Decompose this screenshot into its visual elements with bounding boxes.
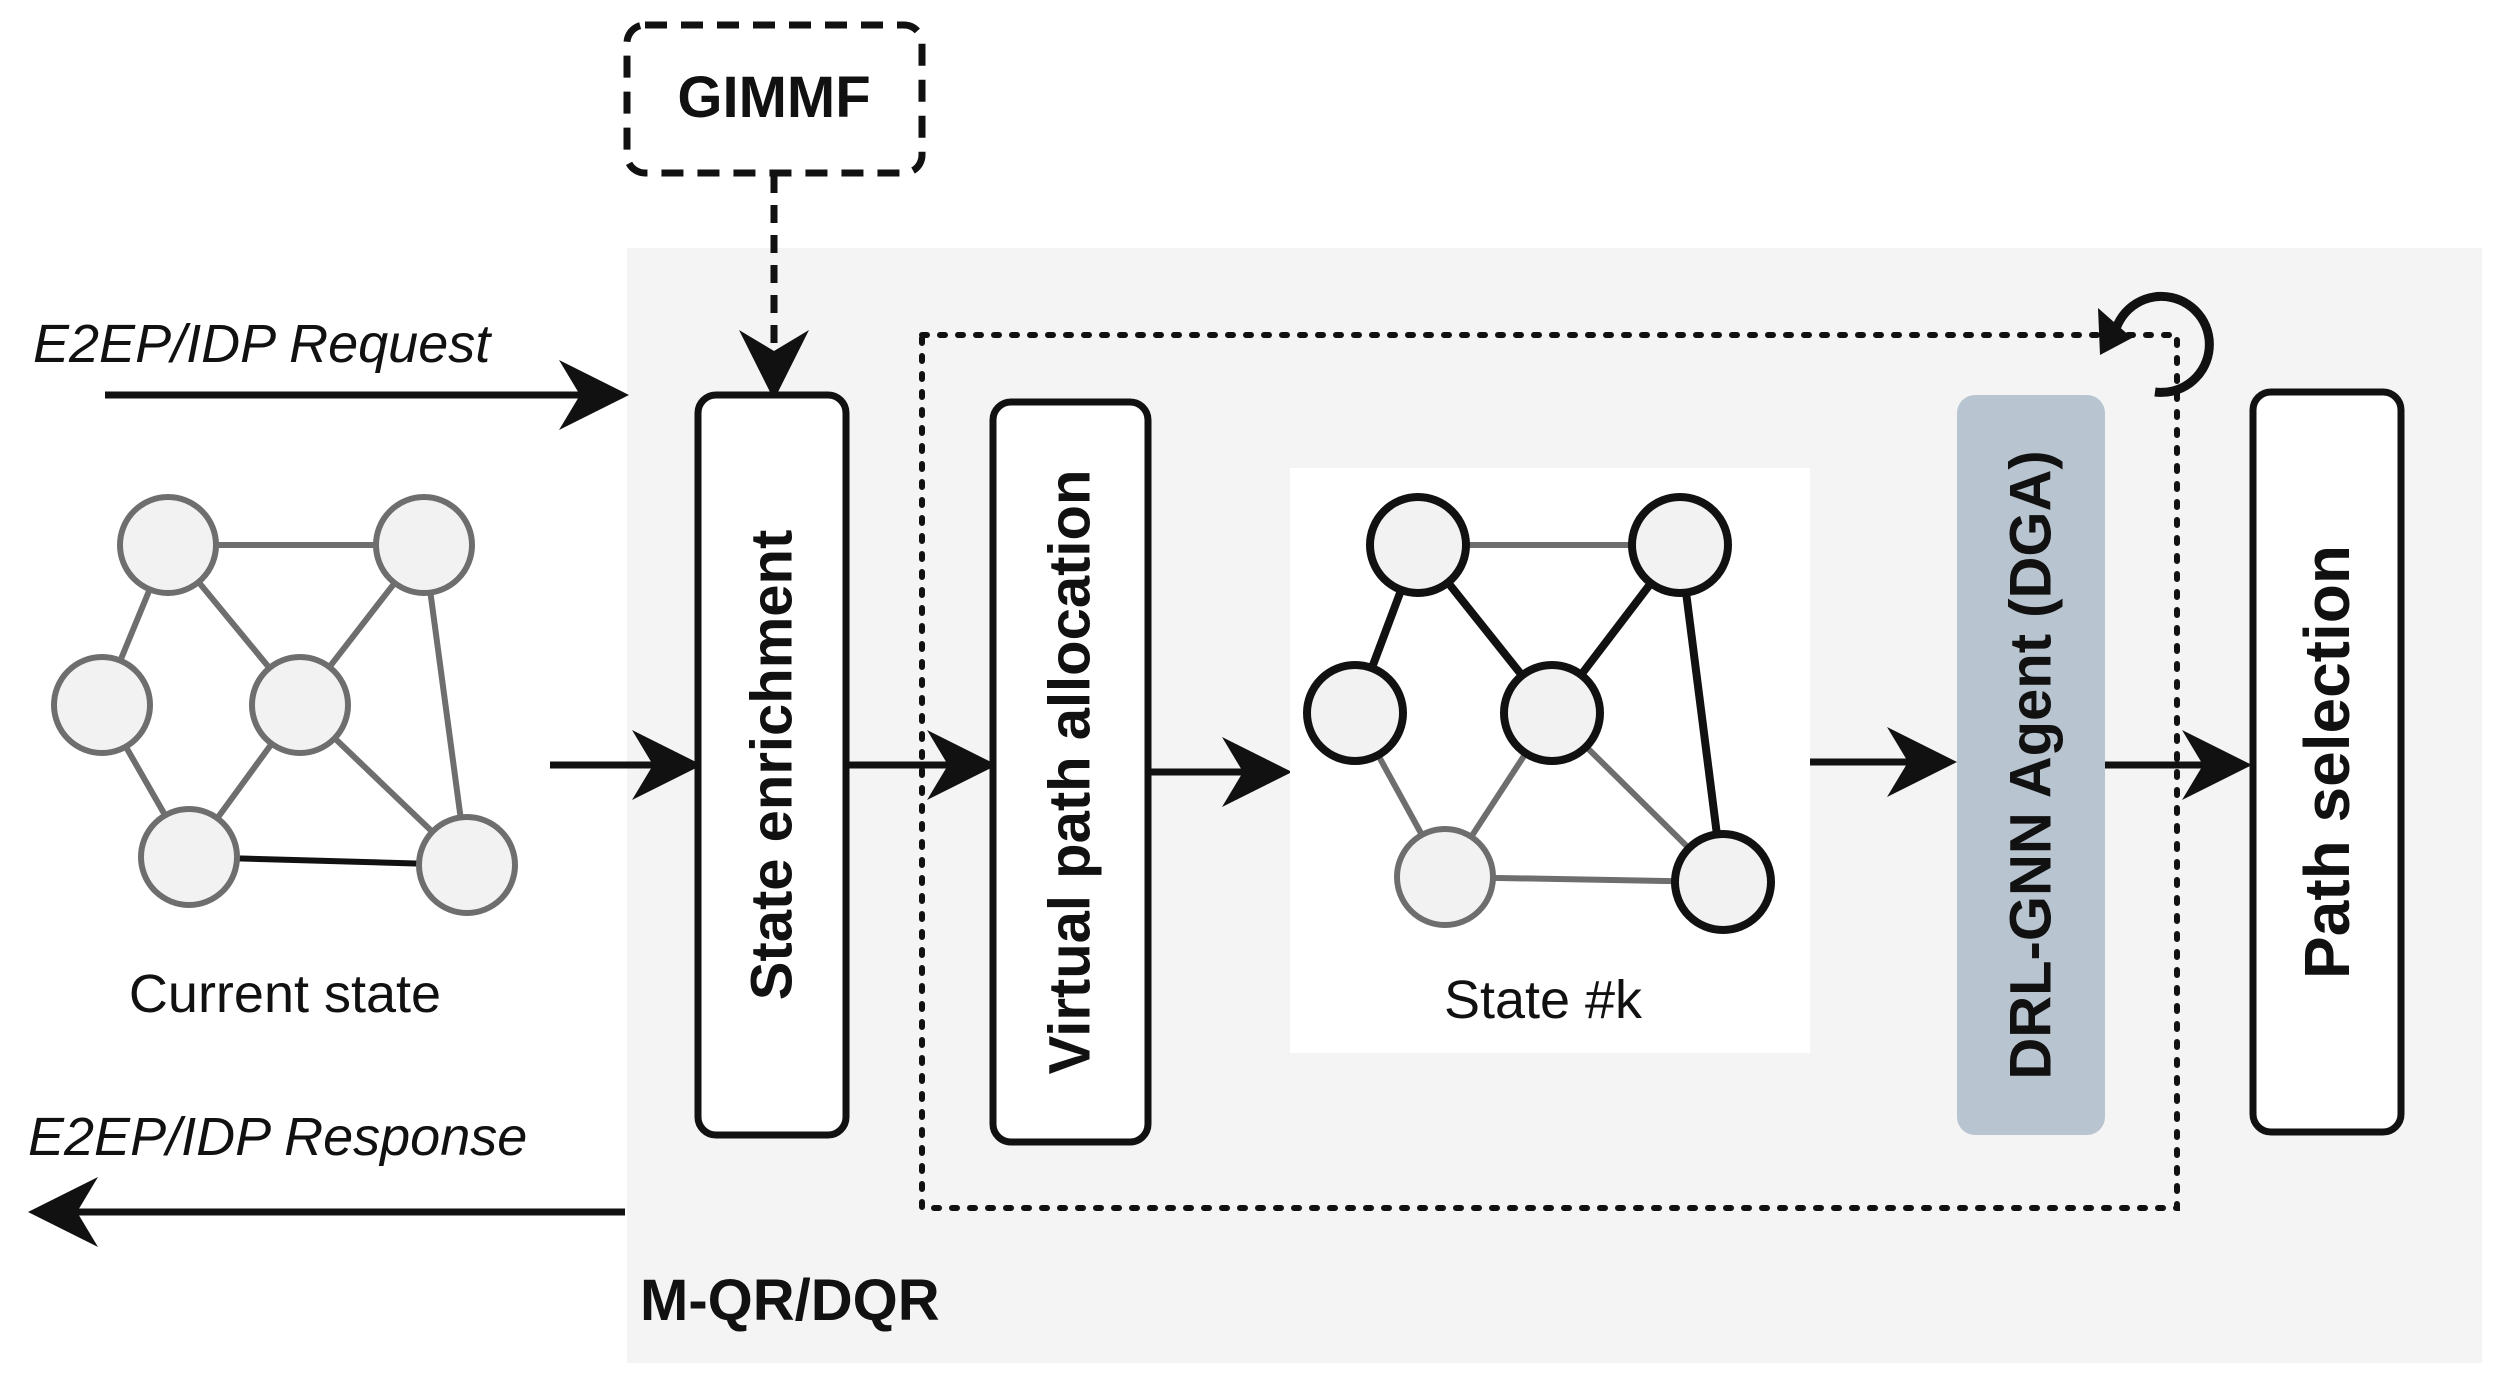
loop-arrow-icon: [2110, 291, 2214, 397]
response-label: E2EP/IDP Response: [28, 1107, 527, 1167]
graph-node: [1671, 830, 1775, 934]
path-selection-label: Path selection: [2291, 545, 2363, 979]
graph-node: [1303, 661, 1407, 765]
drl-gnn-agent-block: [1957, 395, 2105, 1135]
graph-edge: [1676, 544, 1727, 883]
container-label: M-QR/DQR: [640, 1268, 940, 1333]
state-enrichment-label: State enrichment: [740, 530, 805, 1001]
graph-node: [416, 814, 518, 916]
state-enrichment-block: [694, 391, 850, 1139]
graph-edge: [421, 544, 470, 866]
graph-node: [138, 806, 240, 908]
gimmf-box: [623, 21, 926, 177]
graph-node: [1366, 493, 1470, 597]
agent-loop-region: [919, 332, 2180, 1211]
current-state-graph: [51, 494, 518, 916]
virtual-path-allocation-block: [989, 398, 1152, 1146]
drl-gnn-agent-label: DRL-GNN Agent (DGA): [1999, 450, 2064, 1079]
graph-node: [1628, 493, 1732, 597]
graph-node: [1500, 661, 1604, 765]
current-state-label: Current state: [129, 964, 441, 1024]
gimmf-label: GIMMF: [677, 65, 870, 130]
graph-node: [51, 654, 153, 756]
virtual-path-allocation-label: Virtual path allocation: [1038, 470, 1103, 1075]
path-selection-block: [2249, 388, 2405, 1136]
graph-node: [1394, 826, 1496, 928]
graph-node: [373, 494, 475, 596]
state-k-label: State #k: [1444, 970, 1643, 1030]
request-label: E2EP/IDP Request: [33, 314, 492, 374]
graph-node: [249, 654, 351, 756]
loop-arrowhead-icon: [2098, 308, 2132, 355]
graph-node: [117, 494, 219, 596]
state-k-graph: [1303, 493, 1775, 934]
